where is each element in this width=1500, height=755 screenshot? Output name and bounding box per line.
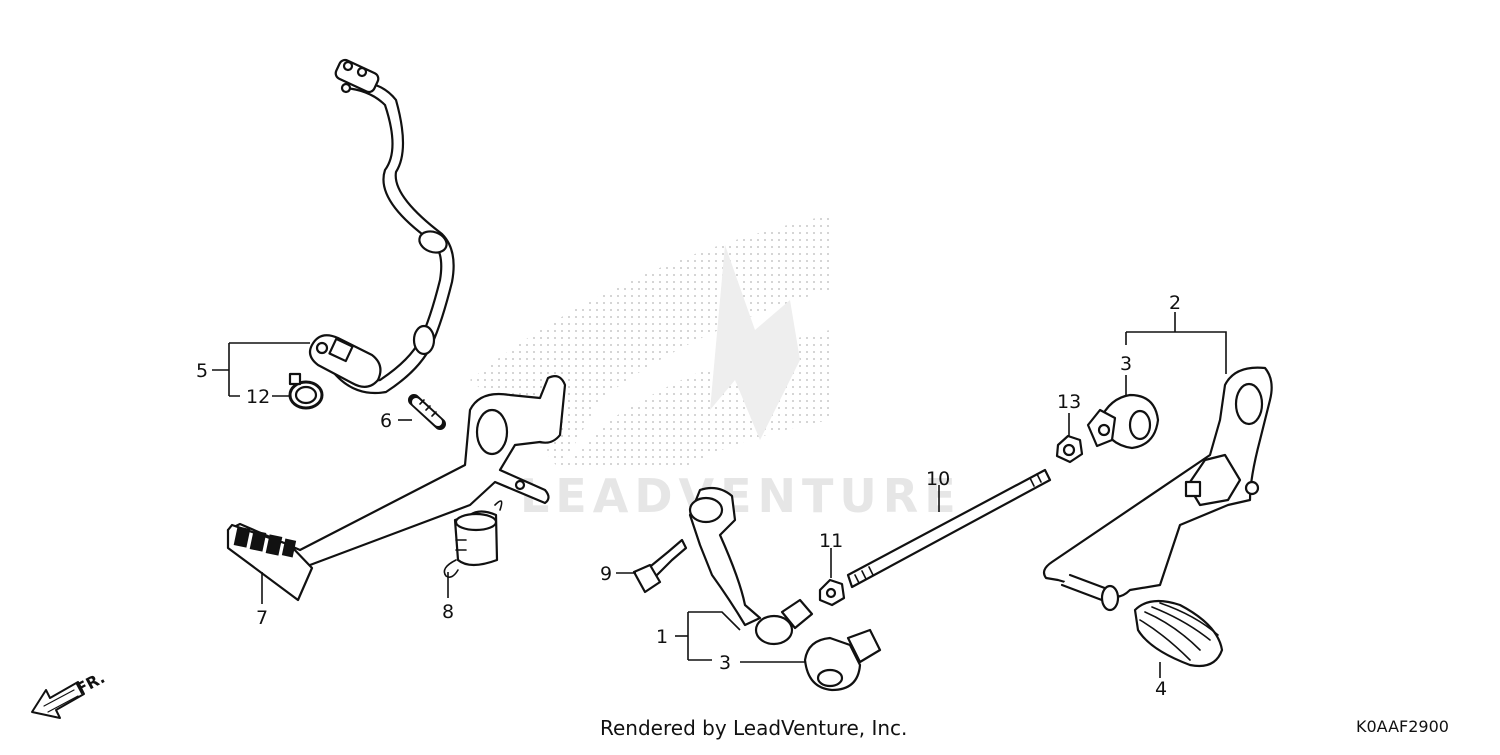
flange-bolt [632, 538, 688, 594]
hose-clip [288, 372, 324, 410]
leader-lines [212, 312, 1227, 678]
callouts: 1 2 3 3 4 5 6 7 8 9 10 11 12 13 [196, 292, 1181, 700]
callout-3-lower: 3 [719, 652, 731, 674]
callout-11: 11 [819, 530, 843, 552]
footer-credit: Rendered by LeadVenture, Inc. [600, 716, 908, 740]
callout-13: 13 [1057, 391, 1081, 413]
rod-end-lower [803, 628, 882, 692]
front-indicator: FR. [31, 668, 108, 719]
rod-end-upper [1086, 393, 1160, 450]
gearshift-pedal [1042, 366, 1273, 612]
return-spring [443, 500, 503, 578]
callout-10: 10 [926, 468, 950, 490]
pivot-pin [408, 394, 446, 430]
shift-arm [688, 486, 814, 646]
callout-2: 2 [1169, 292, 1181, 314]
callout-12: 12 [246, 386, 270, 408]
watermark-text: LEADVENTURE [520, 469, 962, 523]
callout-6: 6 [380, 410, 392, 432]
callout-3-upper: 3 [1120, 353, 1132, 375]
pedal-rubber [1133, 599, 1224, 668]
brake-pedal [226, 375, 567, 602]
lock-nut [1055, 434, 1084, 464]
shift-rod [846, 468, 1052, 589]
callout-4: 4 [1155, 678, 1167, 700]
diagram-code: K0AAF2900 [1356, 717, 1449, 736]
callout-8: 8 [442, 601, 454, 623]
lock-nut-small [818, 578, 846, 607]
callout-9: 9 [600, 563, 612, 585]
callout-5: 5 [196, 360, 208, 382]
callout-1: 1 [656, 626, 668, 648]
brake-hose [308, 58, 455, 394]
watermark: LEADVENTURE [470, 215, 962, 523]
callout-7: 7 [256, 607, 268, 629]
